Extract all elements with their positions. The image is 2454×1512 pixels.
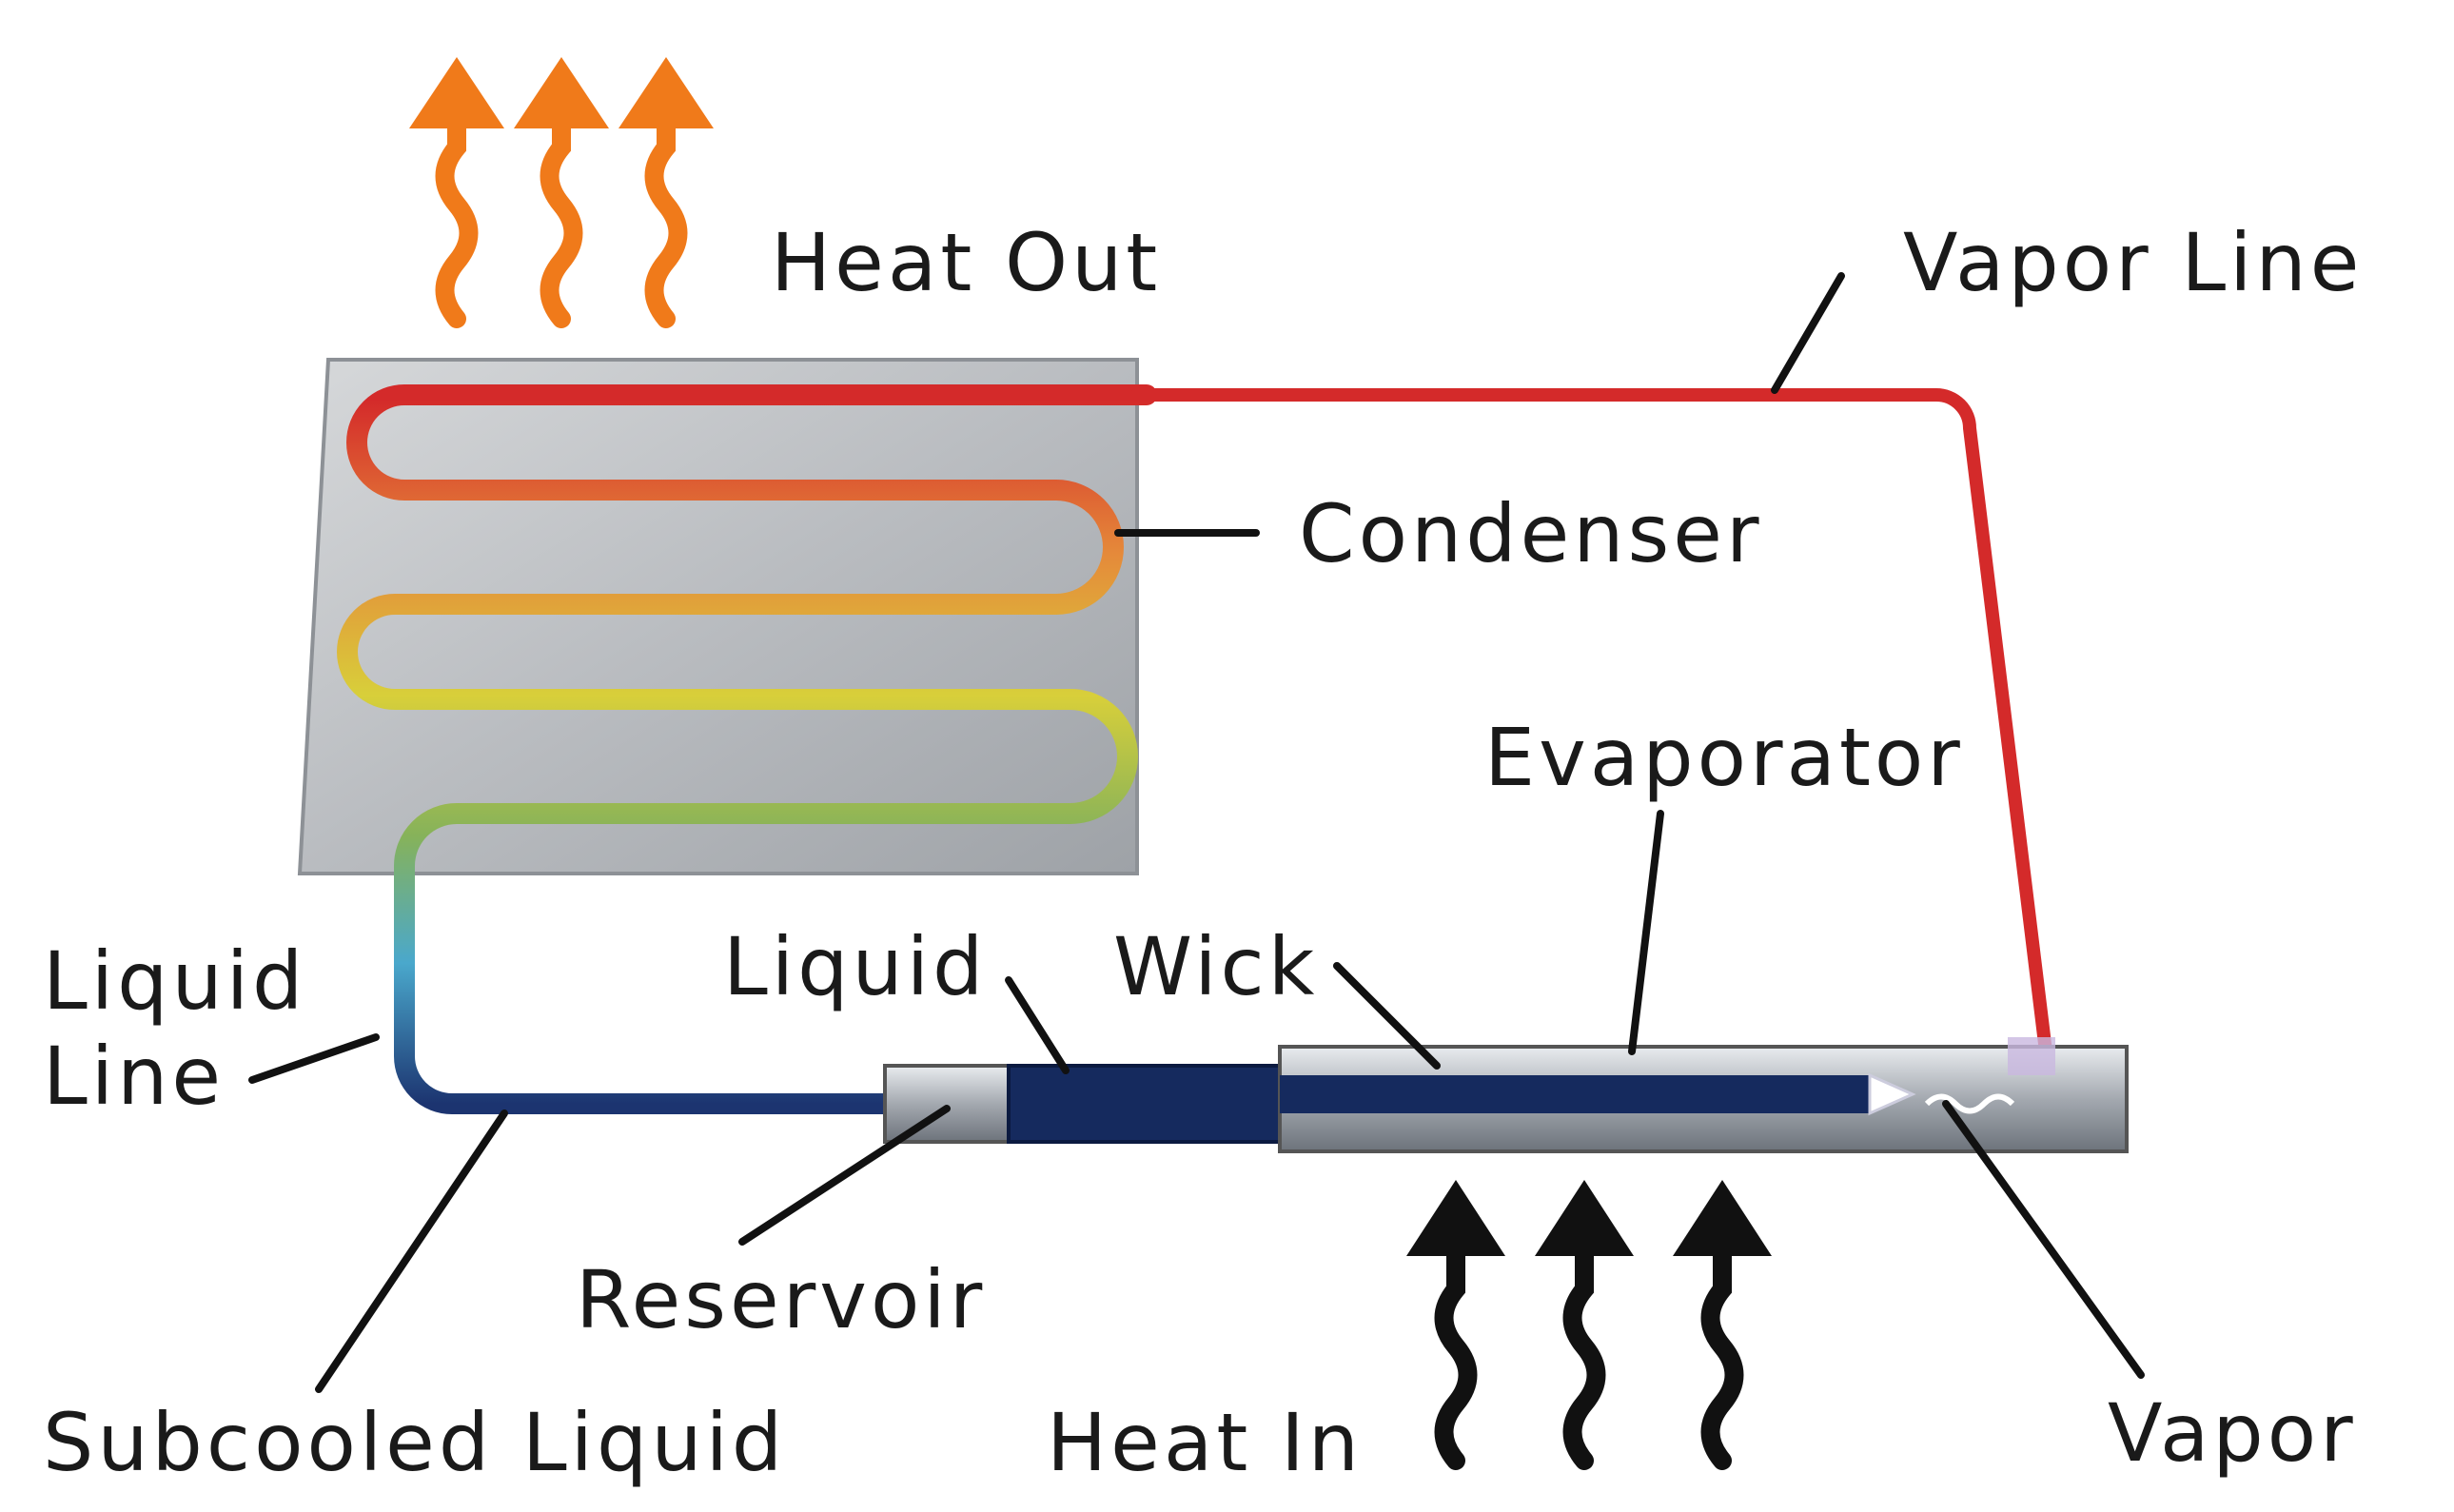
heat-in-arrowhead-3 xyxy=(1673,1180,1772,1256)
heat-out-arrows xyxy=(435,105,688,328)
leader-vapor xyxy=(1942,1100,2145,1379)
wick xyxy=(1280,1075,1870,1113)
condenser-plate xyxy=(297,358,1139,875)
heat-in-arrow-2 xyxy=(1562,1227,1606,1470)
label-liquid-line-2: Line xyxy=(43,1030,225,1123)
label-vapor-line: Vapor Line xyxy=(1903,216,2363,309)
label-condenser: Condenser xyxy=(1299,487,1763,580)
leader-wick xyxy=(1333,962,1441,1070)
label-vapor: Vapor xyxy=(2108,1386,2357,1480)
label-subcooled-liquid: Subcooled Liquid xyxy=(43,1396,786,1489)
leader-liquid xyxy=(1005,976,1070,1074)
label-evaporator: Evaporator xyxy=(1484,711,1964,804)
label-liquid: Liquid xyxy=(723,920,987,1013)
leader-vapor-line xyxy=(1771,272,1845,394)
vapor-bubbles xyxy=(1924,1093,2015,1114)
heat-out-arrowhead-1 xyxy=(409,57,504,128)
condenser-coil xyxy=(337,384,1157,1114)
heat-out-arrow-1 xyxy=(435,105,479,328)
leader-subcooled-liquid xyxy=(315,1109,508,1393)
label-wick: Wick xyxy=(1113,920,1318,1013)
heat-in-arrows xyxy=(1434,1227,1744,1470)
vapor-chamber xyxy=(2008,1037,2055,1075)
label-liquid-line-1: Liquid xyxy=(43,934,306,1028)
reservoir-body xyxy=(883,1064,1015,1144)
vapor-line-tube xyxy=(1130,388,2052,1058)
heat-in-arrowhead-1 xyxy=(1406,1180,1505,1256)
leader-evaporator xyxy=(1628,810,1664,1055)
heat-in-arrow-3 xyxy=(1700,1227,1744,1470)
heat-out-arrowhead-3 xyxy=(618,57,714,128)
heat-out-arrowhead-2 xyxy=(514,57,609,128)
heat-in-arrowhead-2 xyxy=(1535,1180,1634,1256)
leader-liquid-line xyxy=(248,1033,380,1084)
heat-in-arrow-1 xyxy=(1434,1227,1478,1470)
wick-tip xyxy=(1868,1072,1916,1116)
label-heat-out: Heat Out xyxy=(771,216,1161,309)
reservoir-liquid xyxy=(1007,1064,1282,1144)
heat-out-arrow-2 xyxy=(540,105,583,328)
label-reservoir: Reservoir xyxy=(576,1253,986,1346)
label-heat-in: Heat In xyxy=(1047,1396,1363,1489)
leader-reservoir xyxy=(738,1105,951,1246)
heat-out-arrow-3 xyxy=(644,105,688,328)
